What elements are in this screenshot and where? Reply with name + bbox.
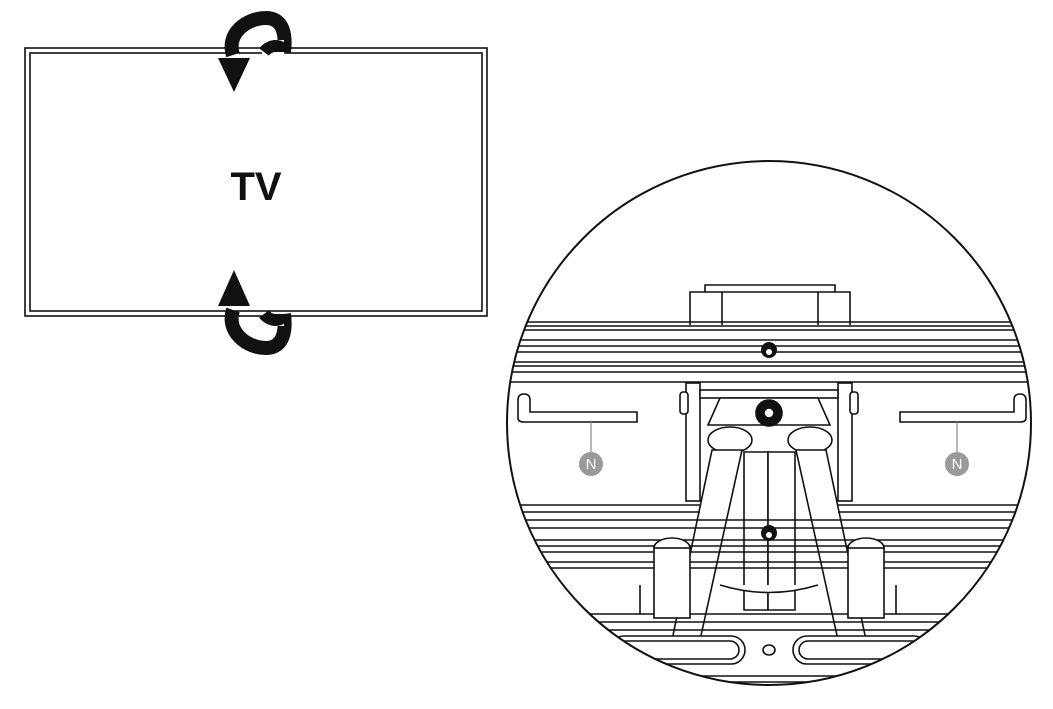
tv-panel: TV [24, 47, 488, 317]
hook-left [517, 393, 638, 423]
rotate-arrow-down-icon [218, 10, 292, 92]
callout-label: N [586, 456, 597, 473]
detail-view: N N [506, 160, 1032, 686]
hook-right [899, 393, 1027, 423]
callout-badge-right: N [945, 452, 969, 476]
callout-label: N [952, 456, 963, 473]
tv-label: TV [230, 165, 281, 209]
bracket [671, 382, 867, 641]
rotate-arrow-up-icon [218, 270, 292, 356]
top-rail [507, 284, 1031, 383]
callout-badge-left: N [579, 452, 603, 476]
